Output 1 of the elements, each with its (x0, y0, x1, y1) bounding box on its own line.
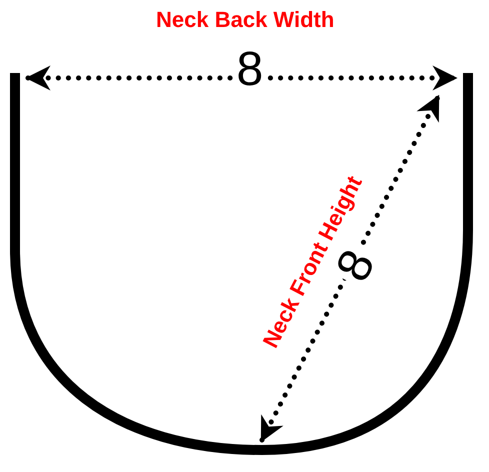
dimension-label: Neck Back Width (156, 9, 334, 31)
